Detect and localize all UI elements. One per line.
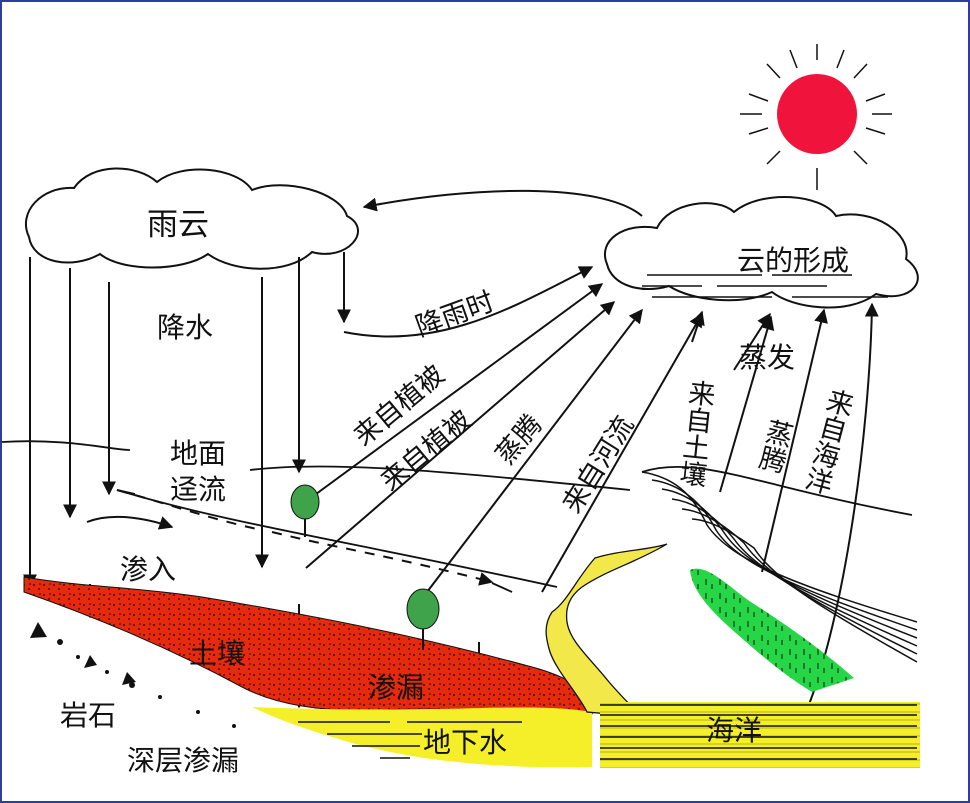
cloud-formation-label: 云的形成 <box>737 244 850 277</box>
sun-icon <box>740 44 892 190</box>
groundwater-label: 地下水 <box>423 726 508 759</box>
surface-runoff-label-bottom: 迳流 <box>170 473 227 506</box>
ocean-label: 海洋 <box>706 714 763 747</box>
evaporation-label: 蒸发 <box>739 341 796 374</box>
tree-icon <box>406 588 440 650</box>
river <box>545 543 668 718</box>
precipitation-label: 降水 <box>157 311 214 344</box>
infiltration-label: 渗入 <box>120 553 177 586</box>
soil-label: 土壤 <box>189 637 246 670</box>
formation-cloud-icon <box>604 196 919 309</box>
groundwater-layer <box>252 707 592 768</box>
ocean-area <box>600 702 920 768</box>
vegetation-patch <box>690 568 854 692</box>
rain-cloud-icon <box>25 167 359 270</box>
surface-runoff-label-top: 地面 <box>170 437 227 470</box>
deep-seepage-label: 深层渗漏 <box>127 744 240 777</box>
rain-cloud-label: 雨云 <box>147 207 209 243</box>
tree-icon <box>290 484 320 537</box>
seepage-label: 渗漏 <box>368 671 425 704</box>
soil-layer <box>23 576 595 715</box>
rock-texture <box>30 622 236 728</box>
rock-label: 岩石 <box>60 699 117 732</box>
